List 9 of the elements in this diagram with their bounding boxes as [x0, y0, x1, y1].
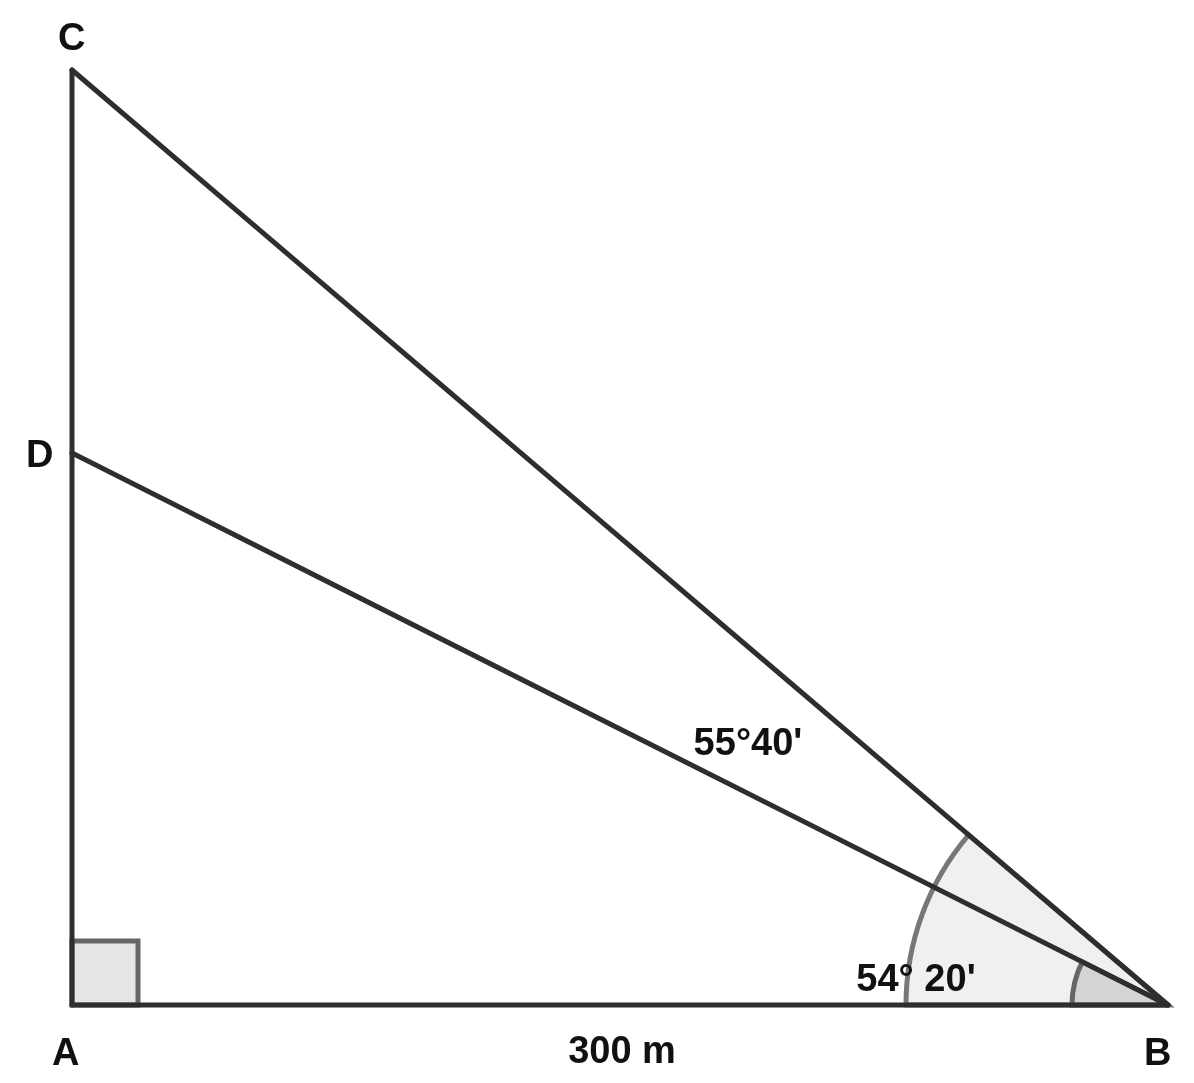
point-label: A	[52, 1033, 80, 1071]
point-label: B	[1144, 1033, 1172, 1071]
line-segment	[69, 67, 1171, 1008]
line-segment	[69, 1002, 1171, 1008]
angle-label: 55°40'	[693, 723, 803, 761]
point-label: D	[26, 435, 54, 473]
dimension-label: 300 m	[568, 1031, 676, 1069]
point-label: C	[58, 18, 86, 56]
line-segment	[69, 450, 1171, 1008]
